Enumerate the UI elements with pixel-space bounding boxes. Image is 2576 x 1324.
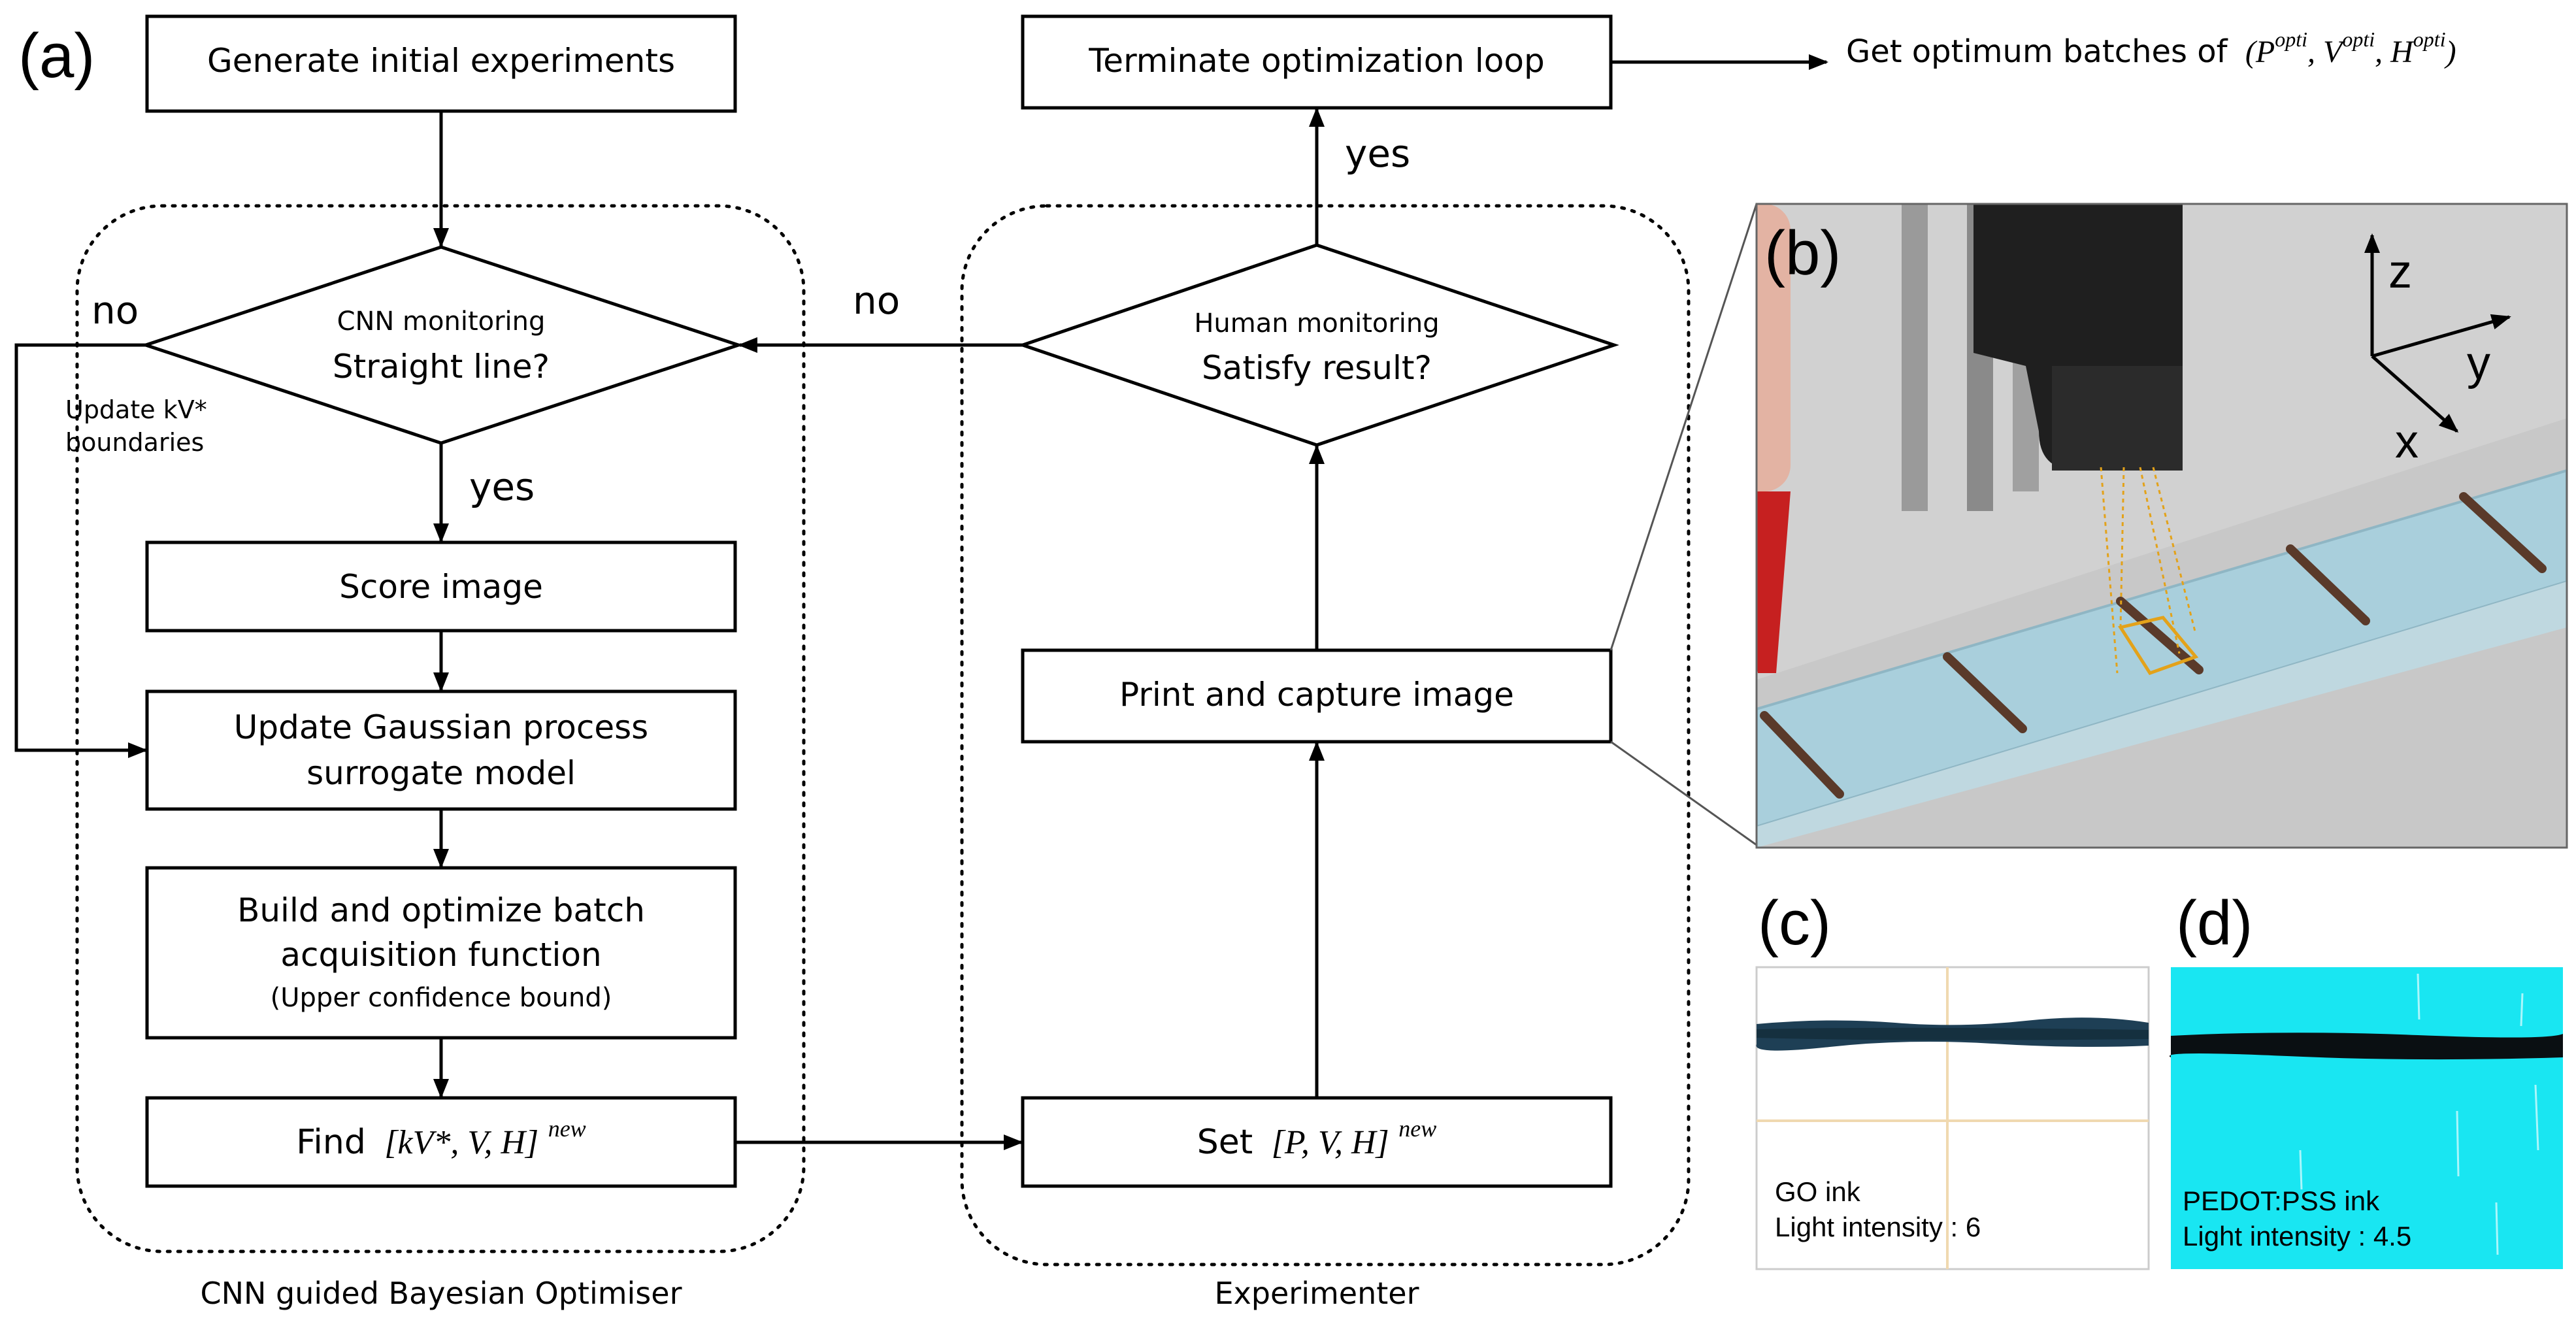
label-no-left: no — [91, 288, 139, 333]
text-terminate-loop: Terminate optimization loop — [1088, 42, 1544, 80]
label-no-mid: no — [853, 278, 900, 323]
text-update-gp-1: Update Gaussian process — [234, 708, 648, 746]
label-group-experimenter: Experimenter — [1215, 1276, 1419, 1311]
text-update-gp-2: surrogate model — [306, 754, 576, 792]
text-pedot-ink: PEDOT:PSS ink — [2183, 1185, 2380, 1216]
box-build-optimize — [145, 866, 737, 1040]
group-box-experimenter — [960, 204, 1691, 1266]
text-go-light: Light intensity : 6 — [1775, 1212, 1981, 1242]
group-box-optimiser — [75, 204, 806, 1253]
text-find-new: Find [kV*, V, H] new — [296, 1116, 586, 1162]
text-get-optimum: Get optimum batches of (Popti, Vopti, Ho… — [1846, 27, 2456, 70]
printed-line — [1760, 711, 1844, 799]
red-nozzle — [1757, 491, 1791, 673]
printed-line — [2116, 597, 2204, 674]
printed-line — [1943, 652, 2027, 733]
flow-arrows — [14, 54, 1828, 1150]
text-build-2: acquisition function — [280, 936, 601, 974]
text-score-image: Score image — [339, 568, 543, 606]
box-generate-initial — [145, 14, 737, 113]
text-human-monitoring: Human monitoring — [1194, 308, 1439, 339]
label-yes-top: yes — [1345, 131, 1410, 176]
text-set-new: Set [P, V, H] new — [1197, 1116, 1436, 1162]
label-update-kv-2: boundaries — [65, 428, 204, 457]
text-cnn-monitoring: CNN monitoring — [337, 306, 546, 337]
diamond-human-monitoring — [1017, 243, 1619, 447]
label-update-kv-1: Update kV* — [65, 395, 207, 424]
text-build-3: (Upper confidence bound) — [271, 983, 612, 1013]
text-pedot-light: Light intensity : 4.5 — [2183, 1221, 2411, 1251]
diamond-cnn-monitoring — [140, 245, 744, 445]
text-print-capture: Print and capture image — [1119, 676, 1514, 714]
capture-frame — [2117, 616, 2199, 676]
panel-label-c: (c) — [1758, 888, 1831, 958]
panel-label-d: (d) — [2176, 888, 2253, 958]
printed-line — [2459, 492, 2547, 573]
micrograph-go-ink: GO ink Light intensity : 6 — [1755, 966, 2150, 1270]
zoom-line-bottom — [1610, 740, 1757, 846]
printed-line — [2286, 544, 2370, 625]
micrograph-pedot-ink: PEDOT:PSS ink Light intensity : 4.5 — [2169, 967, 2563, 1269]
axis-label-y: y — [2467, 337, 2490, 389]
zoom-line-top — [1610, 203, 1758, 651]
render-3d-printer: z y x (b) — [1755, 203, 2568, 849]
text-go-ink: GO ink — [1775, 1176, 1861, 1207]
panel-label-a: (a) — [18, 21, 95, 91]
text-build-1: Build and optimize batch — [237, 891, 645, 929]
axis-label-z: z — [2388, 246, 2412, 298]
label-yes-left: yes — [469, 465, 535, 509]
label-group-optimiser: CNN guided Bayesian Optimiser — [201, 1276, 682, 1311]
axes-3d — [2364, 233, 2511, 433]
text-generate-initial: Generate initial experiments — [207, 42, 675, 80]
panel-label-b: (b) — [1764, 218, 1841, 288]
text-satisfy-result: Satisfy result? — [1202, 349, 1432, 387]
axis-label-x: x — [2395, 416, 2419, 468]
text-straight-line: Straight line? — [333, 348, 550, 386]
